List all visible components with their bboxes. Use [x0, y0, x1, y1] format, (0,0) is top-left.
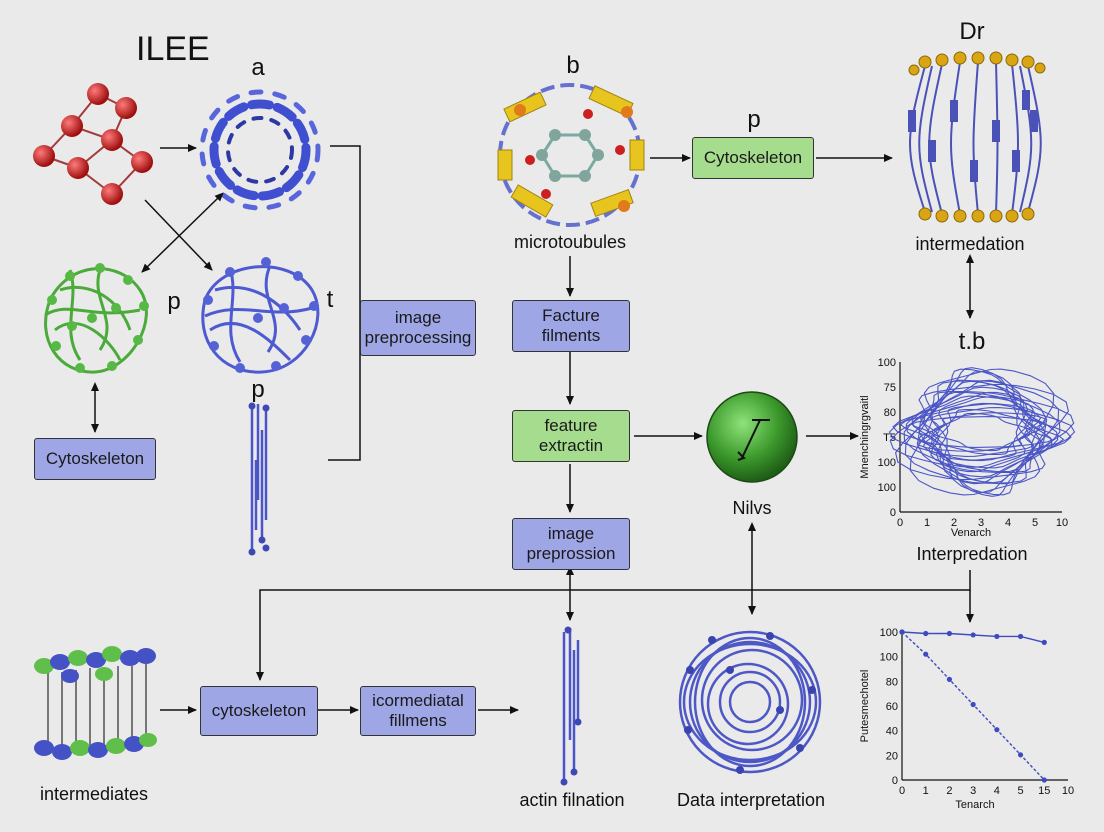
connectors [91, 144, 974, 714]
chart2-series-point [1041, 639, 1047, 645]
chart2-series-point [899, 629, 905, 635]
chart1-x-label: Venarch [951, 527, 991, 539]
chart2-series-point [1017, 752, 1024, 758]
green-protein-icon [44, 263, 149, 374]
chart1-x-tick: 4 [1005, 517, 1011, 529]
chart2-x-tick: 10 [1062, 785, 1074, 797]
panel-letter-p-top: p [747, 106, 761, 133]
label-microtoubules: microtoubules [513, 232, 627, 252]
filament-icon [248, 402, 270, 556]
panel-letter-dr: Dr [959, 18, 985, 45]
chart1-y-tick: 100 [878, 482, 896, 494]
box-image-preprocessing: image preprocessing [360, 300, 476, 356]
diagram-title: ILEE [136, 30, 210, 68]
chart1-y-tick: T5 [883, 432, 896, 444]
chart1-series-curve [916, 368, 1048, 496]
chart2-y-tick: 0 [892, 775, 898, 787]
chart2-x-tick: 0 [899, 785, 905, 797]
chart2-y-tick: 40 [886, 726, 898, 738]
chart1-x-tick: 0 [897, 517, 903, 529]
chart1-x-tick: 1 [924, 517, 930, 529]
chart2-x-tick: 5 [1018, 785, 1024, 797]
chart2-x-tick: 15 [1038, 785, 1050, 797]
chart1-series-curve [910, 412, 1054, 452]
chart1-series-curve [922, 407, 1042, 457]
actin-filament-icon [560, 626, 582, 786]
chart1-series-curve [889, 391, 1075, 473]
chart2-y-tick: 20 [886, 750, 898, 762]
chart2-x-label: Tenarch [955, 799, 994, 811]
label-data-interpretation: Data interpretation [676, 790, 826, 810]
chart2-x-tick: 4 [994, 785, 1000, 797]
chart1-series-curve [936, 391, 1028, 473]
panel-letter-p-left: p [167, 288, 181, 315]
chart1-series-curve [895, 383, 1069, 481]
chart2-y-label: Putesmechotel [859, 670, 871, 743]
chart1-series-curve [899, 402, 1065, 462]
microtubule-molecule-icon [497, 83, 645, 227]
chart2-x-tick: 1 [923, 785, 929, 797]
label-nilvs: Nilvs [732, 498, 772, 518]
chart1-y-tick: 80 [884, 407, 896, 419]
chart2-series-point [994, 727, 1000, 733]
box-facture-filments: Facture filments [512, 300, 630, 352]
chart1-series-curve [888, 391, 1076, 473]
panel-letter-a: a [251, 54, 265, 81]
chart1-x-tick: 5 [1032, 517, 1038, 529]
chart2-y-tick: 60 [886, 701, 898, 713]
blue-protein-globule-icon [201, 257, 320, 374]
chart2-series-point [1041, 777, 1047, 783]
chart2-series-point [994, 633, 1000, 640]
panel-letter-tb: t.b [958, 328, 986, 355]
chart2-y-tick: 100 [880, 652, 898, 664]
circular-bundle-icon [678, 630, 822, 774]
box-feature-extractin: feature extractin [512, 410, 630, 462]
green-sphere-icon [706, 391, 798, 483]
blue-protein-ring-icon [199, 89, 321, 211]
label-intermedation: intermedation [915, 234, 1025, 254]
box-cytoskeleton-green: Cytoskeleton [692, 137, 814, 179]
chart2-series-point [1017, 633, 1024, 640]
membrane-icon [34, 646, 157, 760]
chart2-series-point [946, 676, 953, 682]
chart2-series-point [946, 630, 953, 637]
box-image-preprossion: image preprossion [512, 518, 630, 570]
chart2-y-tick: 80 [886, 676, 898, 688]
chart1-y-tick: 100 [878, 457, 896, 469]
chart1-x-tick: 3 [978, 517, 984, 529]
chart2-x-tick: 3 [970, 785, 976, 797]
chart1-x-tick: 10 [1056, 517, 1068, 529]
label-intermediates: intermediates [39, 784, 149, 804]
box-cytoskeleton-left: Cytoskeleton [34, 438, 156, 480]
box-cytoskeleton-bottom: cytoskeleton [200, 686, 318, 736]
chart1-series-curve [911, 386, 1053, 478]
red-molecule-icon [33, 83, 153, 205]
chart1-y-tick: 75 [884, 382, 896, 394]
chart2-x-tick: 2 [946, 785, 952, 797]
chart1-series-curve [909, 368, 1055, 496]
chart2-series-point [923, 630, 929, 637]
label-actin-filnation: actin filnation [519, 790, 625, 810]
chart1-series-curve [931, 412, 1033, 452]
label-interpredation: Interpredation [916, 544, 1028, 564]
chart1-y-tick: 0 [890, 507, 896, 519]
panel-letter-b: b [566, 52, 580, 79]
intermediate-barrel-icon [908, 51, 1046, 223]
chart2-series-point [923, 651, 929, 657]
chart2-series-point [970, 701, 976, 708]
chart1-series-curve [905, 380, 1059, 484]
panel-letter-p-mid: p [251, 376, 265, 403]
chart1-y-tick: 100 [878, 357, 896, 369]
chart2-y-tick: 100 [880, 627, 898, 639]
chart2-series-point [970, 632, 976, 638]
panel-letter-t: t [326, 286, 334, 313]
chart1-y-label: Mnenchingrgvaitl [859, 395, 871, 478]
box-icormediatal-fillmens: icormediatal fillmens [360, 686, 476, 736]
chart1-x-tick: 2 [951, 517, 957, 529]
